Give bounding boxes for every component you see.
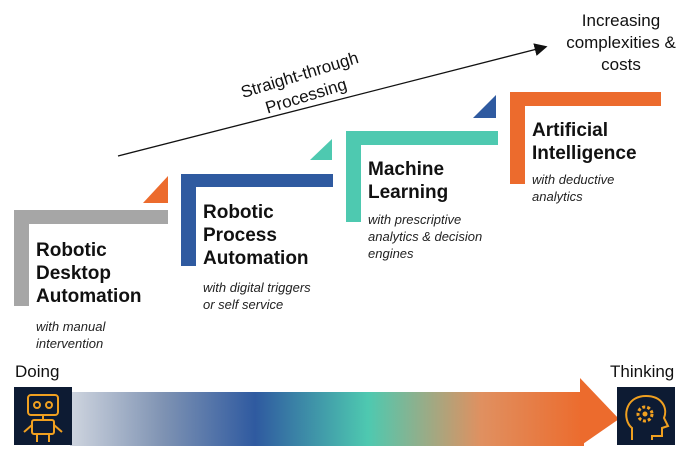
thinking-label: Thinking (610, 362, 675, 381)
trend-arrow (117, 43, 548, 157)
step-1-corner-triangle (143, 176, 168, 203)
step-1-title: Robotic Desktop Automation (36, 240, 142, 307)
step-3-corner-triangle (473, 95, 496, 118)
step-3-title: Machine Learning (368, 159, 449, 203)
doing-label: Doing (15, 362, 60, 381)
robot-icon (14, 387, 72, 445)
step-4-title: Artificial Intelligence (532, 120, 637, 164)
step-1-subtitle: with manual intervention (36, 319, 106, 351)
step-2-title: Robotic Process Automation (203, 202, 309, 269)
step-2-bracket (181, 174, 333, 266)
step-2-corner-triangle (310, 139, 332, 160)
complexity-cost-label: Increasing complexities & costs (566, 11, 676, 74)
step-3-bracket (346, 131, 498, 222)
step-1-bracket (14, 210, 168, 306)
step-3-subtitle: with prescriptive analytics & decision e… (368, 212, 483, 261)
step-2-subtitle: with digital triggers or self service (203, 280, 311, 312)
brain-gear-icon (617, 387, 675, 445)
trend-label: Straight-through Processing (238, 48, 361, 118)
step-4-bracket (510, 92, 661, 184)
spectrum-arrow (70, 378, 619, 446)
step-4-subtitle: with deductive analytics (532, 172, 615, 204)
